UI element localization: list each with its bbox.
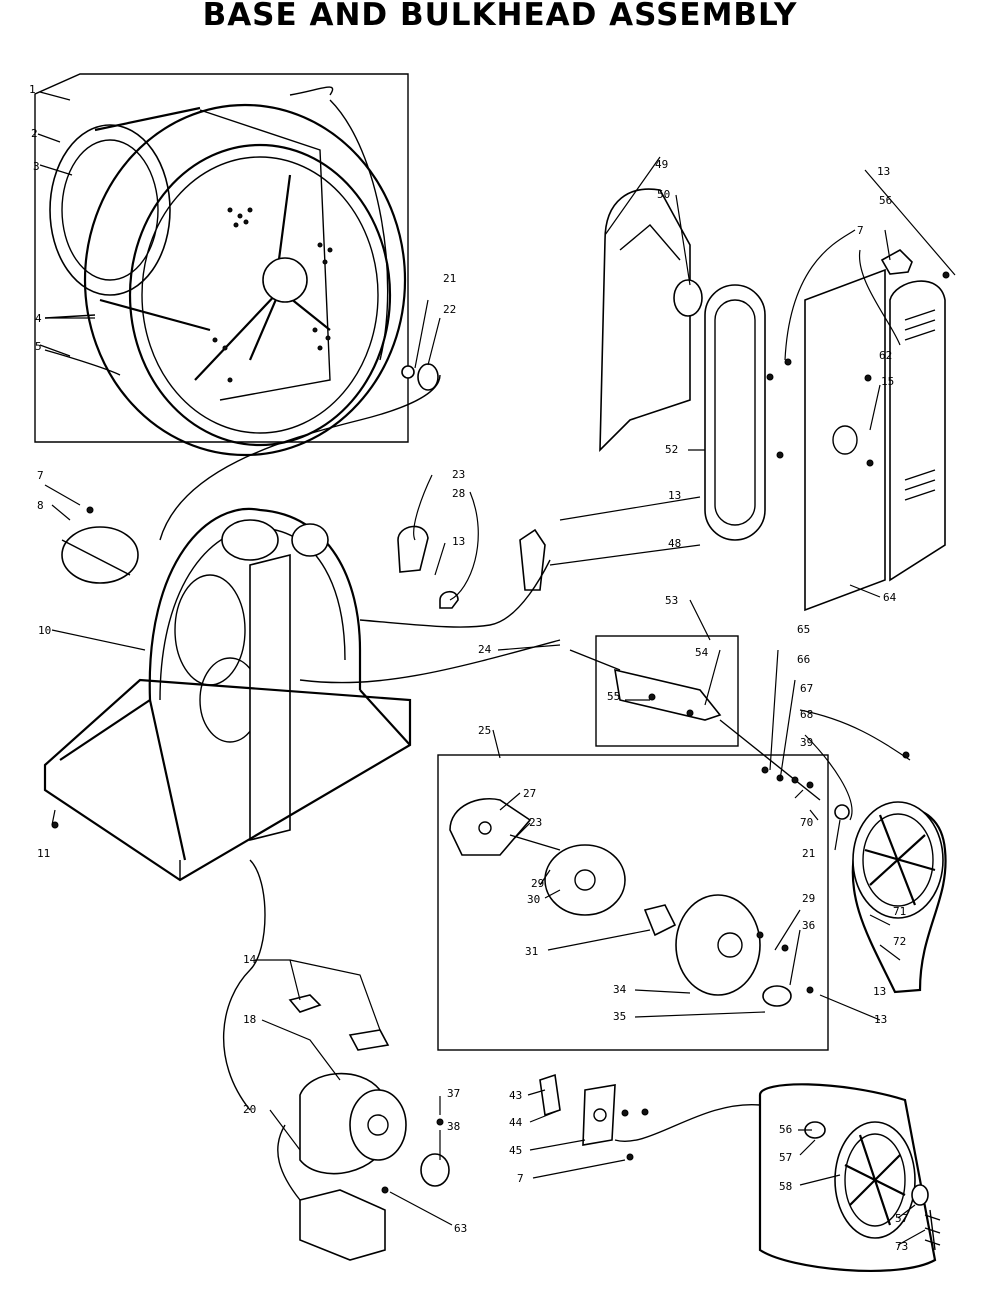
label-39: 39: [800, 736, 813, 749]
label-67: 67: [800, 682, 813, 695]
label-29: 29: [802, 892, 815, 905]
label-13: 13: [877, 165, 890, 178]
label-43: 43: [509, 1089, 522, 1102]
label-45: 45: [509, 1144, 522, 1157]
label-30: 30: [527, 893, 540, 906]
page-title: BASE AND BULKHEAD ASSEMBLY: [202, 0, 798, 33]
label-4: 4: [35, 312, 42, 325]
label-21: 21: [802, 847, 815, 860]
label-7: 7: [37, 469, 44, 482]
label-64: 64: [883, 591, 897, 604]
label-62: 62: [879, 349, 892, 362]
label-1: 1: [29, 83, 36, 96]
label-34: 34: [613, 983, 627, 996]
label-15: 15: [881, 375, 894, 388]
drum-assembly: [34, 73, 439, 457]
label-3: 3: [33, 160, 40, 173]
label-57: 57: [779, 1151, 792, 1164]
label-11: 11: [37, 847, 50, 860]
label-63: 63: [454, 1222, 467, 1235]
label-65: 65: [797, 623, 810, 636]
label-70: 70: [800, 816, 813, 829]
label-35: 35: [613, 1010, 626, 1023]
label-2: 2: [31, 127, 38, 140]
label-53: 53: [665, 594, 678, 607]
label-10: 10: [38, 624, 51, 637]
label-73: 73: [895, 1240, 908, 1253]
label-56: 56: [879, 194, 892, 207]
exploded-parts-diagram: 1 2 3 4 5 21 22 7 8 10 11 23 28 13 13 13…: [29, 73, 956, 1272]
label-25: 25: [478, 724, 491, 737]
label-5: 5: [35, 340, 42, 353]
label-52: 52: [665, 443, 678, 456]
leader-lines: [37, 91, 956, 1246]
blower-drive-assembly: [437, 754, 829, 1051]
label-66: 66: [797, 653, 810, 666]
label-55: 55: [607, 690, 620, 703]
label-50: 50: [657, 188, 670, 201]
label-44: 44: [509, 1116, 523, 1129]
label-13: 13: [452, 535, 465, 548]
bulkhead-frame: [43, 374, 561, 882]
label-68: 68: [800, 708, 813, 721]
label-29: 29: [531, 877, 544, 890]
label-18: 18: [243, 1013, 256, 1026]
label-27: 27: [523, 787, 536, 800]
label-48: 48: [668, 537, 681, 550]
label-71: 71: [893, 905, 906, 918]
label-13: 13: [873, 985, 886, 998]
label-21: 21: [443, 272, 456, 285]
label-37: 37: [447, 1087, 460, 1100]
label-13: 13: [668, 489, 681, 502]
label-36: 36: [802, 919, 815, 932]
label-23: 23: [452, 468, 465, 481]
label-13: 13: [874, 1013, 887, 1026]
label-57: 57: [895, 1212, 908, 1225]
bulkhead-rear-parts: [599, 188, 950, 612]
idler-bracket-and-rear-pulley: [539, 1073, 941, 1272]
drive-pulley-belt: [851, 751, 947, 994]
label-14: 14: [243, 953, 257, 966]
label-8: 8: [37, 499, 44, 512]
label-7: 7: [517, 1172, 524, 1185]
label-23: 23: [529, 816, 542, 829]
label-49: 49: [655, 158, 668, 171]
label-24: 24: [478, 643, 492, 656]
label-72: 72: [893, 935, 906, 948]
label-22: 22: [443, 303, 456, 316]
label-31: 31: [525, 945, 538, 958]
part-labels: 1 2 3 4 5 21 22 7 8 10 11 23 28 13 13 13…: [29, 83, 908, 1253]
label-54: 54: [695, 646, 709, 659]
label-20: 20: [243, 1103, 256, 1116]
label-28: 28: [452, 487, 465, 500]
label-7: 7: [857, 224, 864, 237]
drum-perforations: [212, 207, 333, 383]
motor-assembly: [222, 859, 450, 1261]
idler-box: [569, 635, 850, 820]
label-58: 58: [779, 1180, 792, 1193]
label-38: 38: [447, 1120, 460, 1133]
label-56: 56: [779, 1123, 792, 1136]
